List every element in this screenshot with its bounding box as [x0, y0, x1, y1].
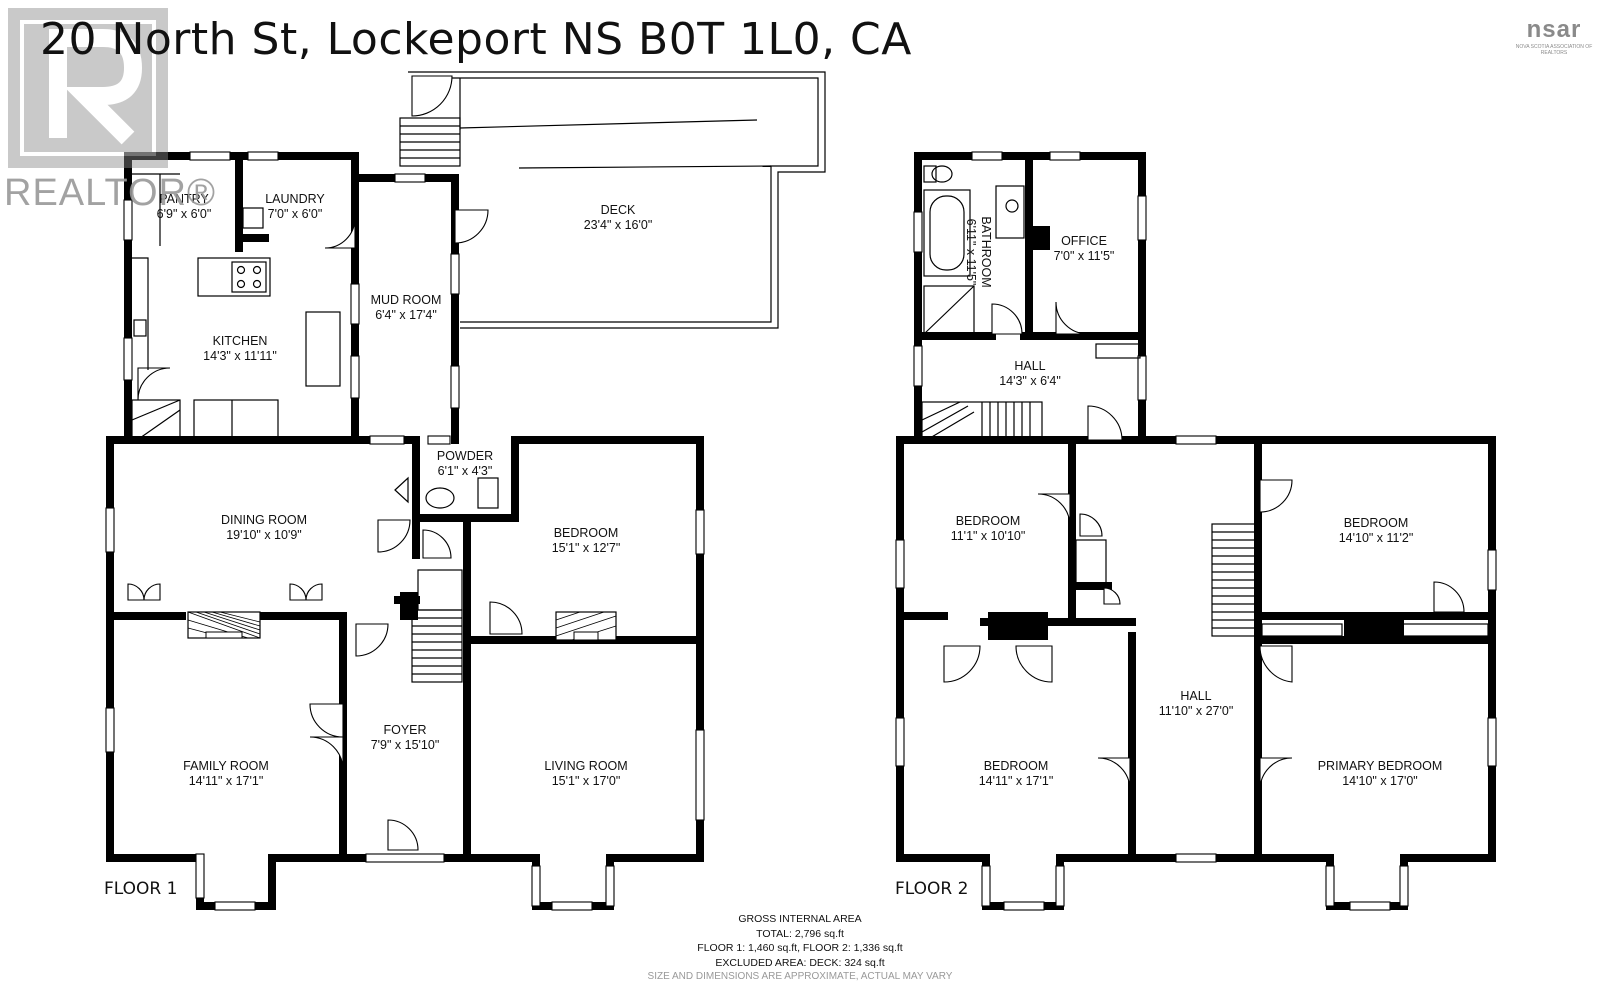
room-name-office: OFFICE	[1061, 234, 1107, 248]
page-title: 20 North St, Lockeport NS B0T 1L0, CA	[40, 14, 912, 65]
realtor-watermark-text: REALTOR®	[4, 172, 216, 214]
room-name-living-room: LIVING ROOM	[544, 759, 627, 773]
room-name-foyer: FOYER	[383, 723, 426, 737]
room-name-family-room: FAMILY ROOM	[183, 759, 269, 773]
room-name-mud-room: MUD ROOM	[371, 293, 442, 307]
room-dims-primary-bedroom: 14'10" x 17'0"	[1342, 774, 1418, 788]
room-dims-hall-upper: 14'3" x 6'4"	[999, 374, 1061, 388]
floor1-fixtures	[131, 173, 617, 683]
room-name-primary-bedroom: PRIMARY BEDROOM	[1318, 759, 1443, 773]
room-name-bedroom-f1: BEDROOM	[554, 526, 619, 540]
room-dims-bathroom: 6'11" x 11'5"	[964, 219, 978, 286]
room-dims-bedroom-sw: 14'11" x 17'1"	[979, 774, 1054, 788]
room-dims-mud-room: 6'4" x 17'4"	[375, 308, 437, 322]
gross-area-heading: GROSS INTERNAL AREA	[738, 913, 862, 925]
gross-area-note: SIZE AND DIMENSIONS ARE APPROXIMATE, ACT…	[647, 971, 953, 982]
room-name-laundry: LAUNDRY	[265, 192, 325, 206]
floor2-walls	[896, 152, 1496, 910]
room-dims-dining-room: 19'10" x 10'9"	[226, 528, 302, 542]
floor2-label: FLOOR 2	[895, 879, 968, 899]
association-logo: nsar NOVA SCOTIA ASSOCIATION OF REALTORS	[1508, 16, 1600, 56]
association-logo-text: nsar	[1526, 16, 1582, 43]
room-dims-deck: 23'4" x 16'0"	[584, 218, 653, 232]
room-dims-bedroom-ne: 14'10" x 11'2"	[1339, 531, 1414, 545]
gross-area-summary: GROSS INTERNAL AREA TOTAL: 2,796 sq.ft F…	[600, 912, 1000, 985]
floor2-fixtures	[921, 165, 1489, 637]
room-name-hall-main: HALL	[1180, 689, 1211, 703]
deck-outline	[399, 71, 826, 329]
floor2-doors	[943, 301, 1465, 791]
realtor-r-logo-icon	[8, 8, 168, 168]
room-dims-bedroom-nw: 11'1" x 10'10"	[951, 529, 1026, 543]
room-dims-office: 7'0" x 11'5"	[1054, 249, 1115, 263]
floor1-plan: PANTRY 6'9" x 6'0" LAUNDRY 7'0" x 6'0" D…	[104, 71, 826, 911]
floor1-windows	[105, 151, 705, 911]
gross-area-excluded: EXCLUDED AREA: DECK: 324 sq.ft	[715, 956, 885, 969]
room-name-pantry: PANTRY	[159, 192, 209, 206]
floor2-plan: BATHROOM 6'11" x 11'5" OFFICE 7'0" x 11'…	[895, 151, 1497, 911]
room-name-bathroom: BATHROOM	[979, 216, 993, 287]
room-name-bedroom-nw: BEDROOM	[956, 514, 1021, 528]
room-dims-foyer: 7'9" x 15'10"	[371, 738, 440, 752]
room-name-bedroom-sw: BEDROOM	[984, 759, 1049, 773]
room-dims-powder: 6'1" x 4'3"	[438, 464, 493, 478]
room-dims-kitchen: 14'3" x 11'11"	[203, 349, 277, 363]
association-subtext: NOVA SCOTIA ASSOCIATION OF REALTORS	[1515, 44, 1593, 56]
room-name-bedroom-ne: BEDROOM	[1344, 516, 1409, 530]
room-dims-family-room: 14'11" x 17'1"	[189, 774, 264, 788]
floor2-windows	[895, 151, 1497, 911]
room-name-deck: DECK	[601, 203, 636, 217]
gross-area-floors: FLOOR 1: 1,460 sq.ft, FLOOR 2: 1,336 sq.…	[697, 942, 903, 954]
floor1-doors	[127, 209, 523, 851]
room-name-kitchen: KITCHEN	[213, 334, 268, 348]
room-dims-pantry: 6'9" x 6'0"	[157, 207, 212, 221]
room-name-hall-upper: HALL	[1014, 359, 1045, 373]
room-dims-bedroom-f1: 15'1" x 12'7"	[552, 541, 621, 555]
room-dims-hall-main: 11'10" x 27'0"	[1159, 704, 1234, 718]
gross-area-total: TOTAL: 2,796 sq.ft	[756, 927, 844, 940]
room-name-powder: POWDER	[437, 449, 493, 463]
room-name-dining-room: DINING ROOM	[221, 513, 307, 527]
room-dims-laundry: 7'0" x 6'0"	[268, 207, 323, 221]
floor1-label: FLOOR 1	[104, 879, 177, 899]
room-dims-living-room: 15'1" x 17'0"	[552, 774, 621, 788]
